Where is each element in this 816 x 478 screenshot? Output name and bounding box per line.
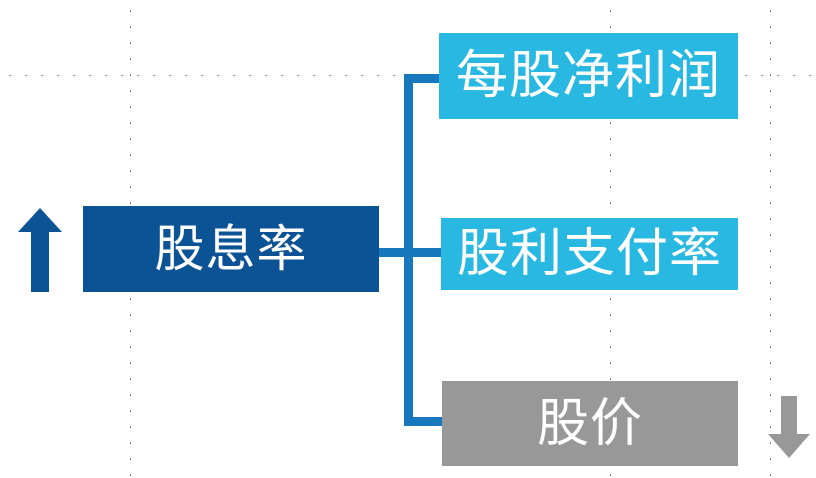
bracket-connector-branch-eps	[404, 74, 444, 83]
bracket-connector-branch-payout	[378, 248, 444, 257]
bracket-connector-branch-price	[404, 417, 444, 426]
node-eps[interactable]: 每股净利润	[439, 33, 738, 119]
node-dividend-yield[interactable]: 股息率	[83, 206, 379, 292]
arrow-down-icon	[768, 396, 810, 458]
guide-line-vertical-right	[770, 0, 771, 478]
node-stock-price[interactable]: 股价	[442, 381, 738, 466]
node-payout-ratio[interactable]: 股利支付率	[441, 218, 738, 290]
arrow-up-icon	[18, 208, 62, 292]
